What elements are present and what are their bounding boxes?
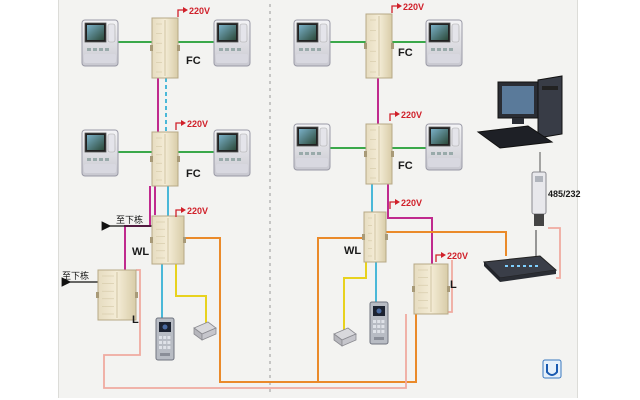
l-power-box <box>96 269 138 321</box>
power-tag: 220V <box>389 110 422 121</box>
wl-controller-box <box>362 211 388 263</box>
converter-label: 485/232 <box>548 189 581 199</box>
svg-text:220V: 220V <box>401 198 422 208</box>
svg-text:220V: 220V <box>189 6 210 16</box>
fc-label: FC <box>186 55 201 67</box>
wl-controller-box <box>150 215 186 265</box>
indoor-monitor <box>213 129 251 177</box>
l-power-box <box>412 263 450 315</box>
indoor-monitor <box>213 19 251 67</box>
next-building-label: 至下栋 <box>62 270 89 282</box>
power-tag: 220V <box>391 2 424 13</box>
svg-text:220V: 220V <box>187 206 208 216</box>
wl-label: WL <box>344 245 361 257</box>
svg-text:220V: 220V <box>447 251 468 261</box>
svg-text:220V: 220V <box>401 110 422 120</box>
rs485-converter <box>531 171 547 226</box>
wire-pink <box>103 269 407 389</box>
indoor-monitor <box>425 123 463 171</box>
fc-label: FC <box>398 47 413 59</box>
watermark-logo <box>542 359 562 379</box>
next-building-label: 至下栋 <box>116 214 143 226</box>
indoor-monitor <box>425 19 463 67</box>
fc-distribution-box <box>150 131 180 187</box>
door-station <box>369 301 389 345</box>
fc-label: FC <box>186 168 201 180</box>
svg-text:220V: 220V <box>187 119 208 129</box>
power-tag: 220V <box>175 206 208 217</box>
power-tag: 220V <box>435 251 468 262</box>
svg-text:220V: 220V <box>403 2 424 12</box>
indoor-monitor <box>293 123 331 171</box>
fc-distribution-box <box>364 13 394 79</box>
fc-distribution-box <box>364 123 394 185</box>
wire-orange <box>184 237 417 383</box>
l-label: L <box>450 279 457 291</box>
computer <box>476 75 563 149</box>
wl-label: WL <box>132 246 149 258</box>
door-lock <box>333 327 357 347</box>
power-tag: 220V <box>389 198 422 209</box>
door-lock <box>193 321 217 341</box>
indoor-monitor <box>81 19 119 67</box>
indoor-monitor <box>293 19 331 67</box>
fc-distribution-box <box>150 17 180 79</box>
l-label: L <box>132 314 139 326</box>
fc-label: FC <box>398 160 413 172</box>
indoor-monitor <box>81 129 119 177</box>
network-switch <box>482 255 558 282</box>
power-tag: 220V <box>177 6 210 17</box>
power-tag: 220V <box>175 119 208 130</box>
door-station <box>155 317 175 361</box>
